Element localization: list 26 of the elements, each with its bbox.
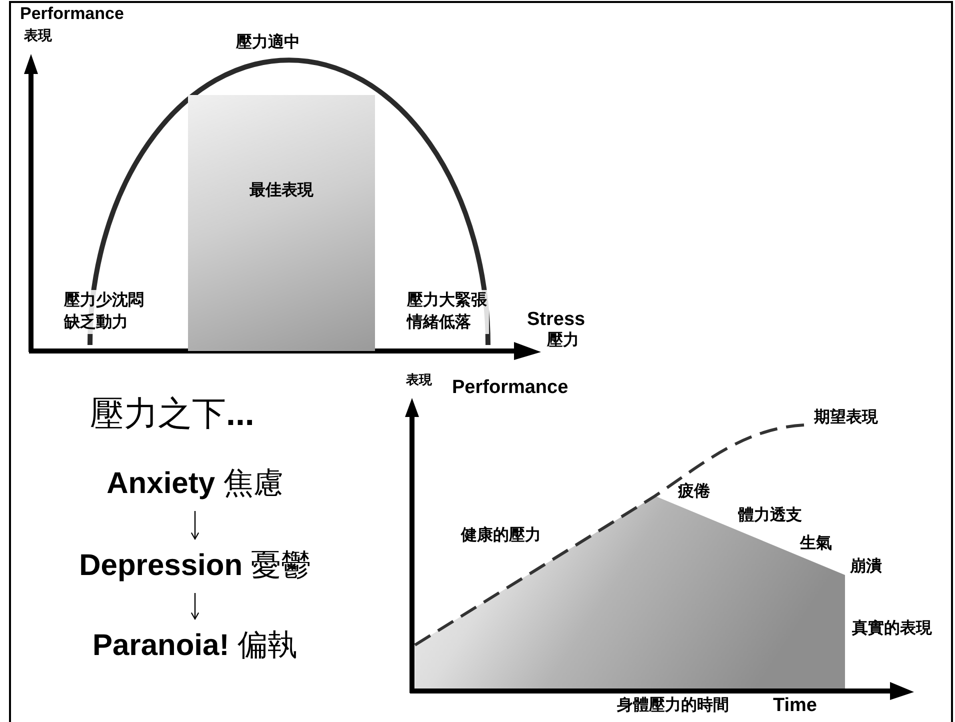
arrow <box>190 511 200 540</box>
symptom-text: Anxiety 焦慮 <box>45 463 345 505</box>
curve-label: 疲倦 <box>678 483 710 502</box>
curve-label: 健康的壓力 <box>461 527 541 546</box>
axis-label: Time <box>773 695 818 717</box>
zone-label: 壓力少沈悶缺乏動力 <box>64 290 146 334</box>
symptom-text: Depression 憂鬱 <box>20 545 370 587</box>
axis-label: 身體壓力的時間 <box>617 697 729 716</box>
zone-label: 壓力大緊張情緒低落 <box>407 290 489 334</box>
axis-label: Performance <box>452 377 568 399</box>
curve-label: 壓力適中 <box>236 34 300 52</box>
curve-label: 期望表現 <box>814 409 878 428</box>
symptom-text: Paranoia! 偏執 <box>40 625 350 667</box>
heading: 壓力之下... <box>90 395 254 434</box>
curve-label: 崩潰 <box>850 558 882 576</box>
optimal-zone-box <box>188 95 375 351</box>
axis-label: 表現 <box>24 27 52 44</box>
axis-label: Stress <box>527 309 586 331</box>
curve-label: 生氣 <box>800 535 832 554</box>
curve-label: 體力透支 <box>738 507 802 526</box>
zone-label: 最佳表現 <box>248 180 314 201</box>
axis-label: Performance <box>20 4 124 24</box>
axis-label: 表現 <box>406 373 432 388</box>
arrow <box>190 593 200 620</box>
axis-label: 壓力 <box>547 332 579 350</box>
curve-label: 真實的表現 <box>852 620 932 638</box>
